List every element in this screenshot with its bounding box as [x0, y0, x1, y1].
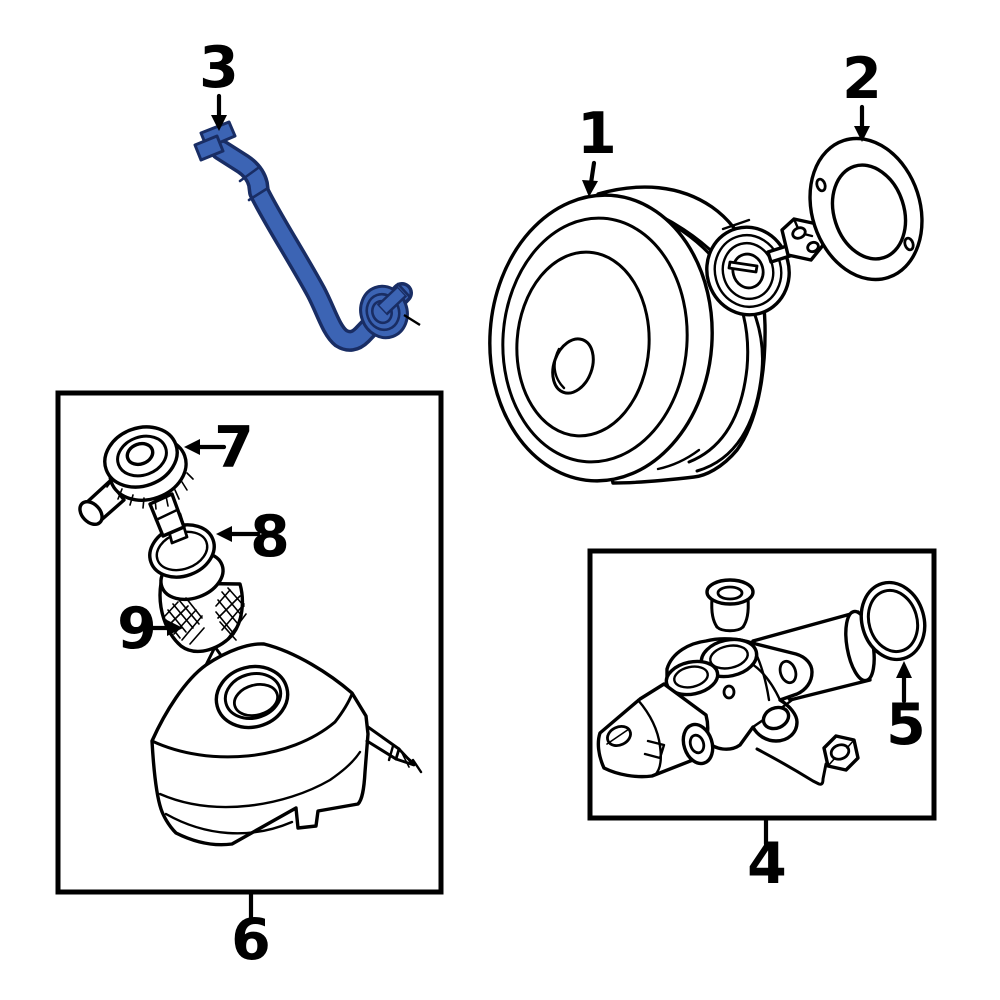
- hose-grommet-icon: [359, 282, 421, 340]
- callout-7: 7: [184, 415, 254, 481]
- strainer-mesh-right: [215, 587, 247, 641]
- callout-1-arrow: [588, 160, 597, 186]
- callout-2-label: 2: [842, 46, 882, 112]
- cap-knurling: [106, 472, 194, 510]
- callout-3-label: 3: [199, 35, 239, 101]
- callout-4: 4: [747, 815, 787, 897]
- callout-2: 2: [842, 46, 882, 142]
- callout-8: 8: [216, 504, 290, 570]
- callout-5-label: 5: [886, 692, 926, 758]
- callout-9: 9: [117, 596, 183, 662]
- reservoir-cap-icon: [78, 425, 194, 545]
- callout-3: 3: [199, 35, 239, 131]
- callout-1: 1: [577, 101, 617, 197]
- hub-crescent-line: [553, 347, 566, 390]
- o-ring-seal-icon: [859, 580, 927, 662]
- brake-booster-icon: [488, 185, 826, 485]
- callout-1-label: 1: [577, 101, 617, 167]
- callouts: 1 2 3 4 5 6 7: [117, 35, 926, 973]
- vacuum-hose-icon: [193, 120, 421, 352]
- grommet-clip-line: [403, 313, 421, 327]
- callout-6: 6: [231, 889, 271, 973]
- reservoir-group-box: [55, 390, 444, 895]
- fluid-reservoir-icon: [150, 642, 423, 847]
- callout-8-label: 8: [250, 504, 290, 570]
- booster-rear-hub-icon: [705, 218, 791, 317]
- master-cylinder-outlet-icon: [596, 682, 715, 779]
- hex-nut-icon: [822, 734, 860, 772]
- retaining-rod-icon: [755, 747, 828, 786]
- reservoir-neck-icon: [214, 664, 290, 730]
- master-cylinder-group-box: [587, 548, 937, 821]
- reservoir-plug-icon: [705, 578, 755, 633]
- reservoir-spout-icon: [365, 725, 423, 774]
- strainer-mesh-left: [164, 597, 205, 645]
- callout-5: 5: [886, 661, 926, 758]
- master-cylinder-icon: [596, 609, 876, 779]
- booster-gasket-icon: [808, 136, 924, 282]
- reservoir-filter-icon: [148, 523, 216, 579]
